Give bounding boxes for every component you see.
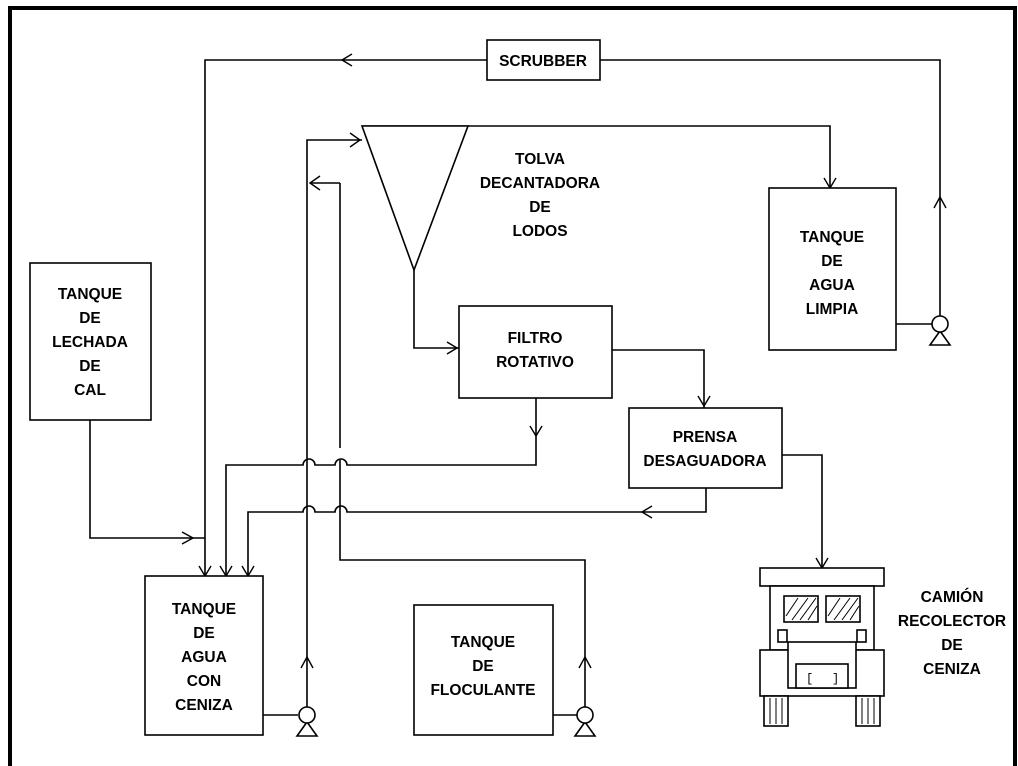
tanque-agua-ceniza-label-line: AGUA	[181, 649, 227, 666]
tanque-agua-limpia-label-line: DE	[821, 253, 843, 270]
flow-press-water-return	[247, 488, 707, 576]
prensa-desaguadora-label-line: DESAGUADORA	[643, 453, 766, 470]
tolva-label-line: DECANTADORA	[480, 175, 600, 192]
tanque-lechada-cal-label-line: DE	[79, 358, 101, 375]
rotary-filter-box	[458, 305, 613, 399]
filtro-rotativo-label: FILTRO ROTATIVO	[496, 330, 574, 371]
flow-lime-feed	[89, 420, 205, 539]
filtro-rotativo-label-line: ROTATIVO	[496, 354, 574, 371]
tanque-agua-ceniza-label-line: CON	[187, 673, 221, 690]
tanque-agua-ceniza-label-line: DE	[193, 625, 215, 642]
clean-water-tank-box	[768, 187, 897, 351]
tanque-floculante-label-line: DE	[472, 658, 494, 675]
flow-flocculant-lower	[339, 460, 586, 735]
tolva-label: TOLVA DECANTADORA DE LODOS	[480, 151, 600, 240]
flow-scrubber-to-ash-tank	[204, 59, 487, 576]
tanque-lechada-cal-label-line: CAL	[74, 382, 106, 399]
flow-press-to-truck	[782, 454, 823, 568]
tanque-agua-limpia-label-line: TANQUE	[800, 229, 864, 246]
camion-recolector-label: CAMIÓN RECOLECTOR DE CENIZA	[898, 588, 1006, 678]
diagram-frame	[8, 6, 1017, 766]
tanque-lechada-cal-label-line: LECHADA	[52, 334, 128, 351]
scrubber-box	[486, 39, 601, 81]
tolva-label-line: DE	[529, 199, 551, 216]
node-labels: SCRUBBER TOLVA DECANTADORA DE LODOS TANQUE DE A…	[52, 53, 1006, 714]
flow-filtrate-return	[225, 398, 537, 576]
truck-icon: [ ]	[759, 567, 885, 727]
flow-clean-water-to-scrubber	[600, 59, 941, 324]
ash-water-tank-box	[144, 575, 264, 736]
scrubber-label: SCRUBBER	[499, 53, 587, 70]
tanque-agua-ceniza-label-line: TANQUE	[172, 601, 236, 618]
pump-icon-clean-water-tank	[928, 315, 952, 346]
tolva-label-line: LODOS	[512, 223, 567, 240]
tanque-lechada-cal-label-line: DE	[79, 310, 101, 327]
dewatering-press-box	[628, 407, 783, 489]
tanque-agua-limpia-label-line: AGUA	[809, 277, 855, 294]
camion-recolector-label-line: CENIZA	[923, 661, 981, 678]
svg-text:]: ]	[832, 672, 839, 686]
filtro-rotativo-label-line: FILTRO	[508, 330, 563, 347]
lime-slurry-tank-box	[29, 262, 152, 421]
settling-hopper	[360, 125, 470, 273]
tanque-floculante-label: TANQUE DE FLOCULANTE	[430, 634, 535, 699]
tanque-agua-limpia-label: TANQUE DE AGUA LIMPIA	[800, 229, 864, 318]
prensa-desaguadora-label: PRENSA DESAGUADORA	[643, 429, 766, 470]
camion-recolector-label-line: DE	[941, 637, 963, 654]
flow-ash-water-to-hopper	[306, 139, 362, 735]
tanque-agua-ceniza-label-line: CENIZA	[175, 697, 233, 714]
tanque-lechada-cal-label: TANQUE DE LECHADA DE CAL	[52, 286, 128, 399]
tolva-label-line: TOLVA	[515, 151, 565, 168]
camion-recolector-label-line: CAMIÓN	[921, 588, 984, 606]
svg-text:[: [	[806, 672, 813, 686]
camion-recolector-label-line: RECOLECTOR	[898, 613, 1006, 630]
pump-icon-flocculant-tank	[573, 706, 597, 737]
flow-lines	[89, 59, 941, 735]
flow-hopper-to-clean-tank	[362, 125, 831, 188]
tanque-agua-limpia-label-line: LIMPIA	[806, 301, 859, 318]
flow-hopper-to-filter	[413, 270, 459, 349]
tanque-agua-ceniza-label: TANQUE DE AGUA CON CENIZA	[172, 601, 236, 714]
flow-filter-to-press	[612, 349, 705, 408]
tanque-floculante-label-line: TANQUE	[451, 634, 515, 651]
prensa-desaguadora-label-line: PRENSA	[673, 429, 738, 446]
tanque-floculante-label-line: FLOCULANTE	[430, 682, 535, 699]
tanque-lechada-cal-label-line: TANQUE	[58, 286, 122, 303]
flocculant-tank-box	[413, 604, 554, 736]
scrubber-label-line: SCRUBBER	[499, 53, 587, 70]
pump-icon-ash-tank	[295, 706, 319, 737]
